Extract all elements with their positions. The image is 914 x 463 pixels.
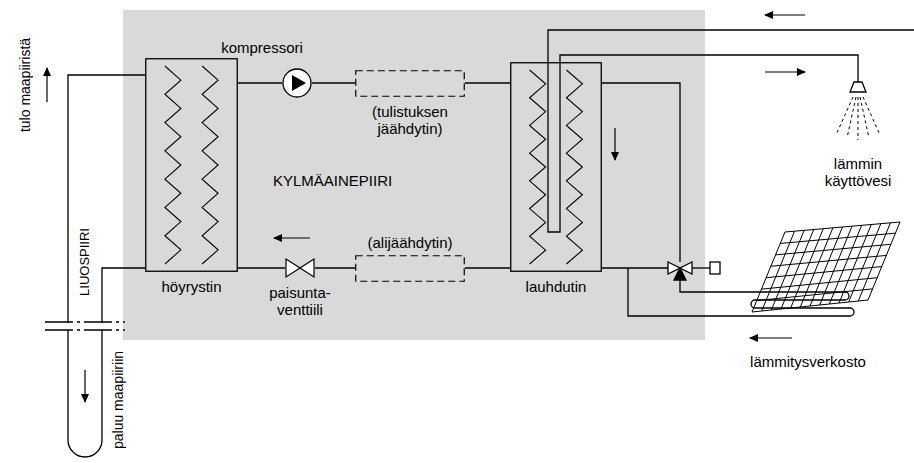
label-holder: lämmin käyttövesi [808,155,908,190]
spray-line [860,97,869,138]
text-holder: paisunta- venttiili [263,284,337,319]
flow-arrow [614,128,615,160]
heat-exchanger: höyrystin [145,58,238,272]
floor-heating-pipe [628,268,854,316]
component-label: kompressori [221,39,303,56]
valve-triangle [286,259,300,277]
optional-exchanger-box-outline [355,70,465,97]
grid-line [766,267,882,278]
expansion-valve: paisunta- venttiili [285,258,315,278]
component-label: lauhdutin [526,278,587,295]
refrigerant-pipe [465,267,510,268]
text-holder: höyrystin [161,278,221,295]
compressor-symbol-outline [282,68,312,98]
label-holder: lämmitysverkosto [750,353,866,370]
spray-line [836,97,853,135]
pipe-label: tulo maapiiristä [17,38,33,132]
pipes [45,30,914,457]
grid-line [762,231,795,311]
text-holder: kompressori [221,39,303,56]
flow-arrow [46,68,47,102]
spray-line [863,97,880,135]
label-holder: paluu maapiiriin [110,351,126,449]
heat-exchanger: lauhdutin [510,62,602,272]
optional-exchanger-box: (tulistuksen jäähdytin) [355,70,465,97]
break-gap [58,323,110,330]
valve-actuator [710,262,720,274]
refrigerant-pipe [312,82,355,83]
break-line [45,321,125,322]
dashed-box [356,71,465,97]
shower-head [850,82,866,92]
refrigerant-pipe [465,82,510,83]
compressor-circle [283,69,311,97]
grid-line [780,233,895,243]
compressor-triangle [292,75,306,91]
refrigerant-region-ground [123,10,705,340]
grid-line [785,222,900,232]
spray-line [858,97,859,140]
pipe-label: LIUOSPIIRI [78,228,93,296]
component-label: höyrystin [161,278,221,295]
refrigerant-pipe [315,267,355,268]
system-label: lämmin käyttövesi [808,155,908,190]
heat-exchanger-outline [145,58,238,272]
valve-triangle [300,259,314,277]
text-holder: (tulistuksen jäähdytin) [355,103,465,138]
exchanger-coil [165,66,181,264]
optional-exchanger-box-outline [355,255,465,282]
flow-arrows [47,15,805,402]
label-holder: LIUOSPIIRI [78,228,93,296]
exchanger-frame [146,59,238,272]
text-holder: KYLMÄAINEPIIRI [273,172,392,189]
component-label: (tulistuksen jäähdytin) [355,103,465,138]
text-holder: (alijäähdytin) [367,234,452,251]
flow-arrow [84,370,85,402]
grid-line [776,244,891,255]
spray-line [847,97,856,138]
refrigerant-circuit-region: KYLMÄAINEPIIRI höyrystin kompressori (tulis… [123,10,705,340]
text-holder: lauhdutin [526,278,587,295]
component-label: (alijäähdytin) [367,234,452,251]
component-label: paisunta- venttiili [263,284,337,319]
three-way-valve [674,268,686,280]
exchanger-frame [511,63,602,272]
condenser-outlet-pipe [602,83,680,262]
shower-spray [836,97,880,140]
system-label: lämmitysverkosto [750,353,866,370]
grid-line [757,289,873,301]
exchanger-coil [530,70,546,264]
condenser-return-pipe [602,267,668,268]
exchanger-coil [566,70,582,264]
label-holder: tulo maapiiristä [17,38,33,132]
pipe-label: paluu maapiiriin [110,351,126,449]
break-line [45,329,125,330]
grid-line [752,300,868,312]
floor-heating-grid [752,222,900,312]
flow-arrow [765,71,805,72]
refrigerant-pipe [238,267,285,268]
flow-arrow [274,237,310,238]
flow-arrow [765,14,805,15]
dashed-box [356,256,465,282]
exchanger-coil [202,66,218,264]
hot-water-pipe [548,30,914,232]
valve-actuator-stem [692,267,710,268]
flow-arrow [750,337,792,338]
compressor-symbol: kompressori [282,68,312,98]
brine-pipe [68,75,145,457]
region-heading: KYLMÄAINEPIIRI [273,172,392,189]
expansion-valve-outline [285,258,315,278]
optional-exchanger-box: (alijäähdytin) [355,255,465,282]
grid-line [761,278,877,289]
heat-exchanger-outline [510,62,602,272]
refrigerant-pipe [238,82,282,83]
grid-line [771,255,886,266]
